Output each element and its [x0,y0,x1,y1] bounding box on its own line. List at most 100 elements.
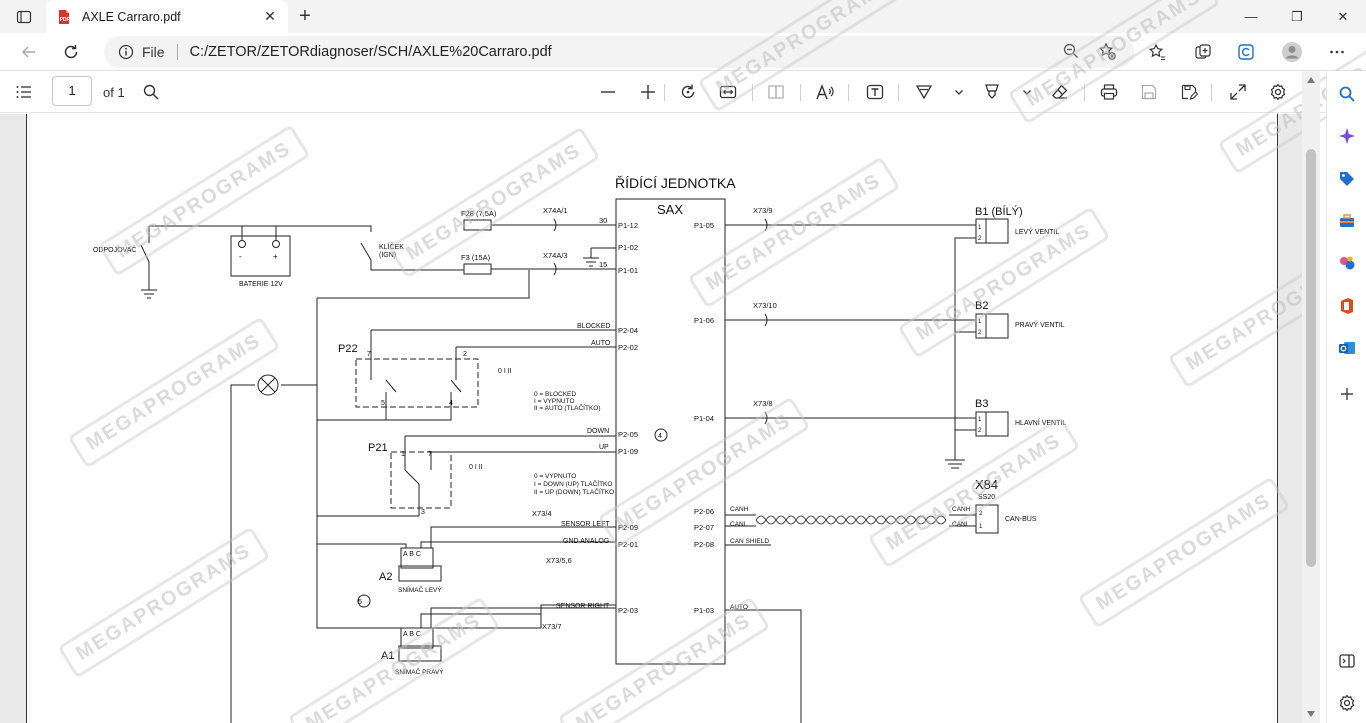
label-x74a1: X74A/1 [543,206,568,215]
signal-auto: AUTO [591,340,611,347]
save-as-icon [1181,84,1198,100]
tab-title: AXLE Carraro.pdf [82,9,181,24]
p21-pin-1: 1 [401,451,405,458]
sidebar-add-button[interactable] [1332,379,1362,409]
close-tab-icon[interactable]: ✕ [264,8,276,24]
profile-button[interactable] [1277,37,1307,67]
p21-positions: 0 I II [469,464,483,471]
vertical-scrollbar[interactable] [1302,71,1320,723]
pdf-viewer-area[interactable]: ŘÍDÍCÍ JEDNOTKA SAX ODPOJOVAČ BATERIE 12… [0,114,1302,723]
zoom-out-address-button[interactable] [1058,38,1084,64]
sidebar-copilot-button[interactable] [1332,121,1362,151]
label-x73-4: X73/4 [532,509,552,518]
draw-icon [915,85,933,100]
valve-b1-label: B1 (BÍLÝ) [975,205,1023,218]
print-button[interactable] [1095,79,1123,105]
tab-actions-menu-button[interactable] [10,6,38,28]
toolbar-divider [898,84,899,101]
browser-essentials-button[interactable] [1231,37,1261,67]
rotate-button[interactable] [674,79,702,105]
label-baterie: BATERIE 12V [239,281,283,288]
read-aloud-button[interactable] [811,79,839,105]
page-number-input[interactable]: 1 [52,76,92,106]
sidebar-settings-button[interactable] [1332,688,1362,718]
search-icon [1339,86,1355,102]
settings-more-button[interactable] [1322,37,1352,67]
valve-b2-label: B2 [975,300,988,312]
fit-width-icon [719,85,737,99]
refresh-button[interactable] [56,37,86,67]
b3-pin-1: 1 [978,417,982,423]
address-bar[interactable]: File C:/ZETOR/ZETORdiagnoser/SCH/AXLE%20… [104,36,1134,68]
p22-legend-2: II = AUTO (TLAČÍTKO) [534,403,601,412]
save-icon [1141,84,1157,100]
p22-pin-4: 4 [449,400,453,407]
pin-p1-12: P1-12 [618,221,638,230]
p22-pin-2: 2 [463,351,467,358]
scroll-up-arrow-icon[interactable] [1307,77,1315,83]
new-tab-button[interactable]: + [299,4,311,27]
save-as-button[interactable] [1175,79,1203,105]
fit-to-width-button[interactable] [714,79,742,105]
restore-window-button[interactable]: ❐ [1291,8,1303,24]
refresh-icon [64,45,78,59]
pin-p1-05: P1-05 [694,221,714,230]
label-x74a3: X74A/3 [543,251,568,260]
games-icon [1340,256,1355,270]
erase-button[interactable] [1046,79,1074,105]
highlighter-icon [985,84,999,99]
find-button[interactable] [137,79,165,105]
sidebar-shopping-button[interactable] [1332,164,1362,194]
save-button[interactable] [1135,79,1163,105]
pin-p2-09: P2-09 [618,523,638,532]
close-window-button[interactable]: ✕ [1337,8,1349,24]
toolbar-divider [1084,84,1085,101]
sidebar-games-button[interactable] [1332,248,1362,278]
draw-options-dropdown[interactable] [945,79,973,105]
zoom-out-button[interactable] [594,79,622,105]
pin-p1-09: P1-09 [618,447,638,456]
sidebar-tools-button[interactable] [1332,206,1362,236]
toolbar-divider [664,84,665,101]
sensor-a1-pins: A B C [403,631,421,638]
info-icon [118,44,134,60]
avatar [1282,42,1302,62]
draw-button[interactable] [910,79,938,105]
list-icon [16,86,31,98]
pin-p1-02: P1-02 [618,243,638,252]
switch-p21-label: P21 [368,442,388,454]
sparkle-icon [1339,128,1355,144]
scroll-down-arrow-icon[interactable] [1307,711,1315,717]
pdf-settings-button[interactable] [1264,79,1292,105]
table-of-contents-button[interactable] [10,79,38,105]
add-favorite-button[interactable] [1094,38,1120,64]
back-button[interactable] [14,37,44,67]
label-n30: 30 [599,216,607,225]
sidebar-outlook-button[interactable] [1332,333,1362,363]
control-unit-name: SAX [657,202,683,217]
sidebar-office-button[interactable] [1332,291,1362,321]
address-scheme-label: File [142,44,165,60]
circled-5: 5 [358,599,362,606]
zoom-in-button[interactable] [634,79,662,105]
page-count-label: of 1 [103,85,125,100]
sidebar-search-button[interactable] [1332,79,1362,109]
pin-p2-02: P2-02 [618,343,638,352]
highlight-options-dropdown[interactable] [1013,79,1041,105]
full-screen-button[interactable] [1224,79,1252,105]
scrollbar-thumb[interactable] [1306,149,1316,567]
page-view-button[interactable] [762,79,790,105]
valve-right-label: PRAVÝ VENTIL [1015,320,1065,329]
favorites-button[interactable] [1142,37,1172,67]
b2-pin-1: 1 [978,319,982,325]
collections-button[interactable] [1188,37,1218,67]
label-x73-7: X73/7 [542,622,562,631]
sidebar-hide-button[interactable] [1332,646,1362,676]
can-shield-label: CAN SHIELD [730,538,769,545]
switch-p22-label: P22 [338,343,358,355]
highlight-button[interactable] [978,79,1006,105]
toolbar-divider [848,84,849,101]
browser-tab-active[interactable]: PDF AXLE Carraro.pdf ✕ [46,0,288,33]
minimize-window-button[interactable]: — [1244,9,1258,24]
add-text-button[interactable] [861,79,889,105]
